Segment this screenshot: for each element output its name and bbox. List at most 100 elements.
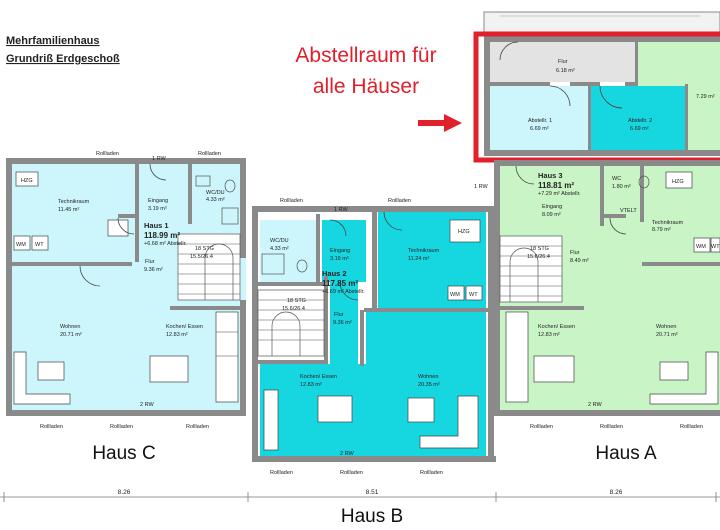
haus-c-stairs <box>177 233 241 301</box>
haus-a-eingang-name: Eingang <box>542 204 562 210</box>
haus-b-kochen-area: 12.83 m² <box>300 382 322 388</box>
haus-b-label: Haus B <box>341 506 403 527</box>
haus-a-hzg: HZG <box>672 179 684 185</box>
haus-a-wohnen-area: 20.71 m² <box>656 332 678 338</box>
haus-c-wohnen-area: 20.71 m² <box>60 332 82 338</box>
haus-b-total: 117.85 m² <box>322 279 358 288</box>
haus-b-technik-name: Technikraum <box>408 248 440 254</box>
haus-a-stairs <box>499 235 563 303</box>
haus-b-sub: +6.69 m² Abstellr. <box>322 289 365 295</box>
storage-flur <box>490 42 635 82</box>
callout-line1: Abstellraum für <box>295 44 436 67</box>
haus-b-hzg: HZG <box>458 229 470 235</box>
haus-a-rollladen-bottom-1: Rollladen <box>530 424 553 430</box>
callout-arrow <box>418 114 462 132</box>
haus-b-eingang-name: Eingang <box>330 248 350 254</box>
haus-c-eingang-area: 3.19 m² <box>148 206 167 212</box>
haus-b-rw-bottom: 2 RW <box>340 451 354 457</box>
haus-a: Haus 3 118.81 m² +7.29 m² Abstellr. Eing… <box>474 160 720 430</box>
haus-c-label: Haus C <box>92 443 155 464</box>
haus-c-technik-area: 11.45 m² <box>58 207 79 213</box>
haus-a-rw-top: 1 RW <box>474 184 488 190</box>
haus-b-stairs <box>257 289 325 357</box>
haus-a-wm: WM <box>696 244 706 250</box>
storage-abstell-2 <box>591 86 685 150</box>
haus-a-vtelt: VTELT <box>620 208 637 214</box>
storage-abstell-2-area: 6.69 m² <box>630 126 649 132</box>
storage-abstell-2-name: Abstellr. 2 <box>628 118 652 124</box>
haus-a-technik-name: Technikraum <box>652 220 684 226</box>
haus-b-wc-area: 4.33 m² <box>270 246 289 252</box>
haus-a-label: Haus A <box>595 443 657 464</box>
haus-a-wc-area: 1.80 m² <box>612 184 631 190</box>
heading-line1: Mehrfamilienhaus <box>6 35 100 47</box>
haus-a-title: Haus 3 <box>538 171 563 180</box>
haus-a-flur-name: Flur <box>570 250 580 256</box>
haus-c-eingang-name: Eingang <box>148 198 168 204</box>
haus-c-wt: WT <box>35 242 44 248</box>
haus-c-rollladen-bottom-2: Rollladen <box>110 424 133 430</box>
haus-b-rollladen-bottom-2: Rollladen <box>340 470 363 476</box>
haus-b-rollladen-bottom-3: Rollladen <box>420 470 443 476</box>
haus-a-rollladen-bottom-3: Rollladen <box>680 424 703 430</box>
haus-b-wohnen-name: Wohnen <box>418 374 438 380</box>
haus-a-rollladen-bottom-2: Rollladen <box>600 424 623 430</box>
haus-a-sub: +7.29 m² Abstellr. <box>538 191 581 197</box>
haus-a-wc-name: WC <box>612 176 621 182</box>
haus-a-technik-area: 8.79 m² <box>652 227 671 233</box>
haus-c-rollladen-top-2: Rollladen <box>198 151 221 157</box>
haus-c-wm: WM <box>16 242 26 248</box>
haus-c-rollladen-bottom-1: Rollladen <box>40 424 63 430</box>
haus-c-kochen-name: Kochen/ Essen <box>166 324 203 330</box>
haus-a-stg: 18 STG <box>530 246 549 252</box>
haus-b-eingang-area: 3.19 m² <box>330 256 349 262</box>
storage-abstell-1-name: Abstellr. 1 <box>528 118 552 124</box>
haus-c-total: 118.99 m² <box>144 231 180 240</box>
haus-c-kochen-area: 12.83 m² <box>166 332 188 338</box>
storage-flur-name: Flur <box>558 59 568 65</box>
haus-a-eingang-area: 8.09 m² <box>542 212 561 218</box>
haus-b-wm: WM <box>450 292 460 298</box>
storage-extra-area: 7.29 m² <box>696 94 715 100</box>
haus-c-stg-dim: 15.5/26.4 <box>190 254 213 260</box>
haus-c-stg: 18 STG <box>195 246 214 252</box>
haus-b-rw-top: 1 RW <box>334 207 348 213</box>
haus-b-title: Haus 2 <box>322 269 347 278</box>
haus-c-flur-area: 9.36 m² <box>144 267 163 273</box>
haus-b-kochen-name: Kochen/ Essen <box>300 374 337 380</box>
haus-b-stg: 18 STG <box>287 298 306 304</box>
haus-c-wc-name: WC/DU <box>206 190 225 196</box>
haus-a-kochen-name: Kochen/ Essen <box>538 324 575 330</box>
heading-line2: Grundriß Erdgeschoß <box>6 53 120 65</box>
haus-b-wt: WT <box>469 292 478 298</box>
dimension-center: 8.51 <box>366 489 379 496</box>
haus-a-rw-bottom: 2 RW <box>588 402 602 408</box>
dimension-left: 8.26 <box>118 489 131 496</box>
haus-b-flur-name: Flur <box>334 312 344 318</box>
haus-c-sub: +6.68 m² Abstellr. <box>144 241 187 247</box>
haus-b-rollladen-bottom-1: Rollladen <box>270 470 293 476</box>
haus-b-wohnen-area: 20.35 m² <box>418 382 440 388</box>
haus-a-flur-area: 8.49 m² <box>570 258 589 264</box>
storage-abstell-1-area: 6.69 m² <box>530 126 549 132</box>
haus-b-wc-name: WC/DU <box>270 238 289 244</box>
haus-c-rollladen-bottom-3: Rollladen <box>186 424 209 430</box>
haus-b-rollladen-top-1: Rollladen <box>280 198 303 204</box>
haus-c-rw-top: 1 RW <box>152 156 166 162</box>
dimension-right: 8.26 <box>610 489 623 496</box>
storage-abstell-1 <box>490 86 588 150</box>
haus-b-technik-area: 11.24 m² <box>408 256 429 262</box>
haus-b: WC/DU 4.33 m² Eingang 3.19 m² Haus 2 117… <box>252 198 496 476</box>
storage-block: Flur 6.18 m² Abstellr. 1 6.69 m² Abstell… <box>483 11 720 156</box>
haus-c-technik-name: Technikraum <box>58 199 90 205</box>
haus-b-rollladen-top-2: Rollladen <box>388 198 411 204</box>
haus-c: HZG WM WT Technikraum 11.45 m² Eingang 3… <box>6 151 246 430</box>
haus-c-wc-area: 4.33 m² <box>206 197 225 203</box>
haus-b-flur-area: 9.36 m² <box>333 320 352 326</box>
dimension-line: 8.26 8.51 8.26 <box>0 489 720 502</box>
callout-line2: alle Häuser <box>313 75 419 98</box>
haus-a-stg-dim: 15.6/26.4 <box>527 254 550 260</box>
haus-c-rw-bottom: 2 RW <box>140 402 154 408</box>
haus-c-wohnen-name: Wohnen <box>60 324 80 330</box>
